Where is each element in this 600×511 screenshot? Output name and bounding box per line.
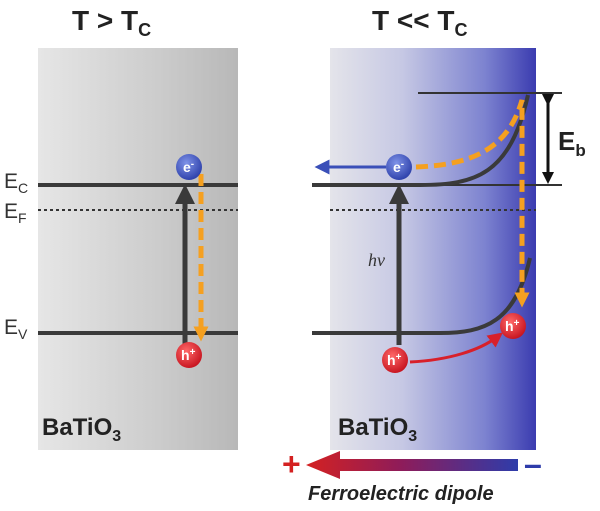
right-electron [386, 154, 412, 180]
right-panel: T << TC Eb hv e- h+ h+ BaTiO3 [312, 5, 586, 450]
right-hole-surface [500, 313, 526, 339]
left-electron-label: e- [183, 159, 194, 175]
left-crystal-block [38, 48, 238, 450]
left-label-ev: EV [4, 316, 28, 342]
barrier-height-label: Eb [558, 126, 586, 160]
left-material: BaTiO3 [42, 414, 121, 445]
right-crystal-block [330, 48, 536, 450]
right-conduction-band [312, 94, 530, 187]
right-recombination-path [415, 99, 530, 308]
dipole-arrow [306, 451, 518, 479]
right-material: BaTiO3 [338, 414, 417, 445]
left-title: T > TC [72, 5, 151, 40]
left-label-ef: EF [4, 200, 27, 226]
dipole-minus: – [524, 446, 542, 482]
dipole-label: Ferroelectric dipole [308, 483, 494, 505]
left-hole [176, 342, 202, 368]
dipole-indicator: + – Ferroelectric dipole [282, 446, 542, 505]
left-electron [176, 154, 202, 180]
left-panel: T > TC EC EF EV e- h+ BaTiO3 [4, 5, 238, 450]
left-label-ec: EC [4, 170, 28, 196]
right-hole-bulk [382, 347, 408, 373]
right-electron-label: e- [393, 159, 404, 175]
dipole-plus: + [282, 446, 301, 482]
hole-drift-arrow [409, 332, 503, 364]
photon-label: hv [368, 250, 385, 270]
left-hole-label: h+ [181, 347, 196, 363]
right-hole-bulk-label: h+ [387, 352, 402, 368]
right-hole-surface-label: h+ [505, 318, 520, 334]
right-title: T << TC [372, 5, 467, 40]
